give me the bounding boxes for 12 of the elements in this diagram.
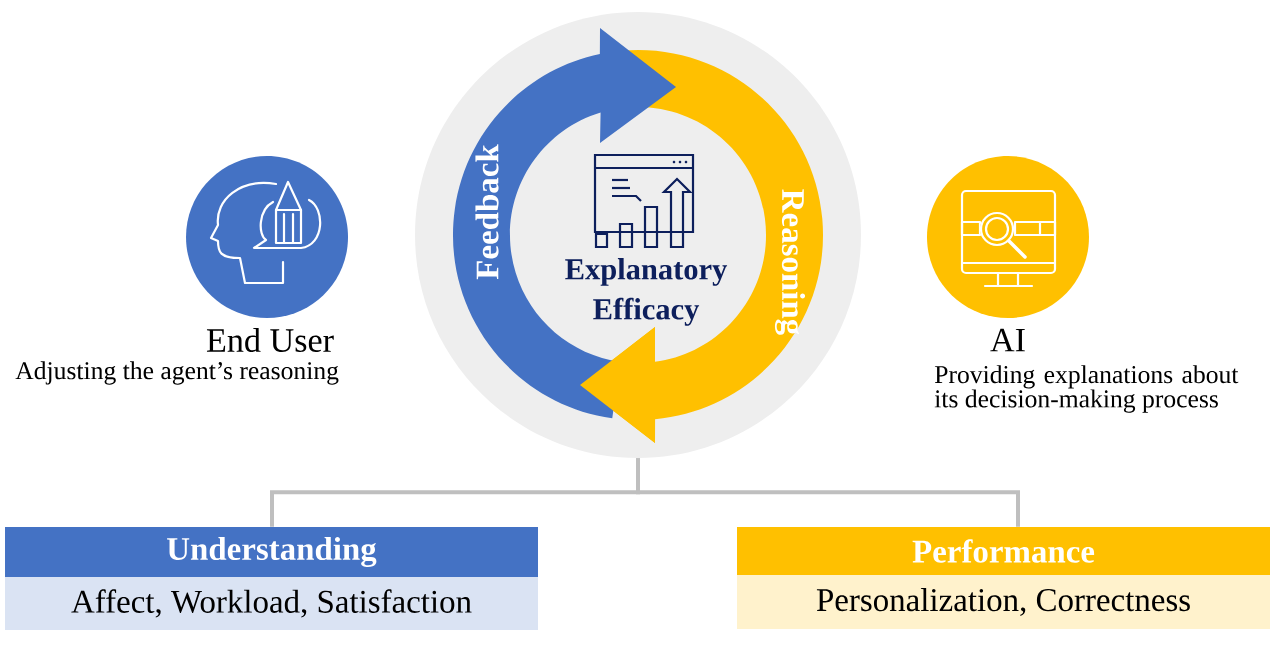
- category-header: Understanding: [5, 527, 538, 577]
- role-description: Providing explanations about its decision-making process: [934, 365, 1239, 413]
- category-body: Personalization, Correctness: [737, 575, 1270, 629]
- category-body: Affect, Workload, Satisfaction: [5, 577, 538, 630]
- center-title: Explanatory Efficacy: [565, 258, 728, 326]
- category-header: Performance: [737, 527, 1270, 575]
- role-title: AI: [990, 328, 1025, 352]
- arrow-label: Feedback: [475, 144, 499, 280]
- role-description: Adjusting the agent’s reasoning: [15, 361, 339, 385]
- arrow-label: Reasoning: [774, 189, 806, 335]
- role-title: End User: [206, 328, 334, 352]
- connector-line: [636, 458, 1020, 527]
